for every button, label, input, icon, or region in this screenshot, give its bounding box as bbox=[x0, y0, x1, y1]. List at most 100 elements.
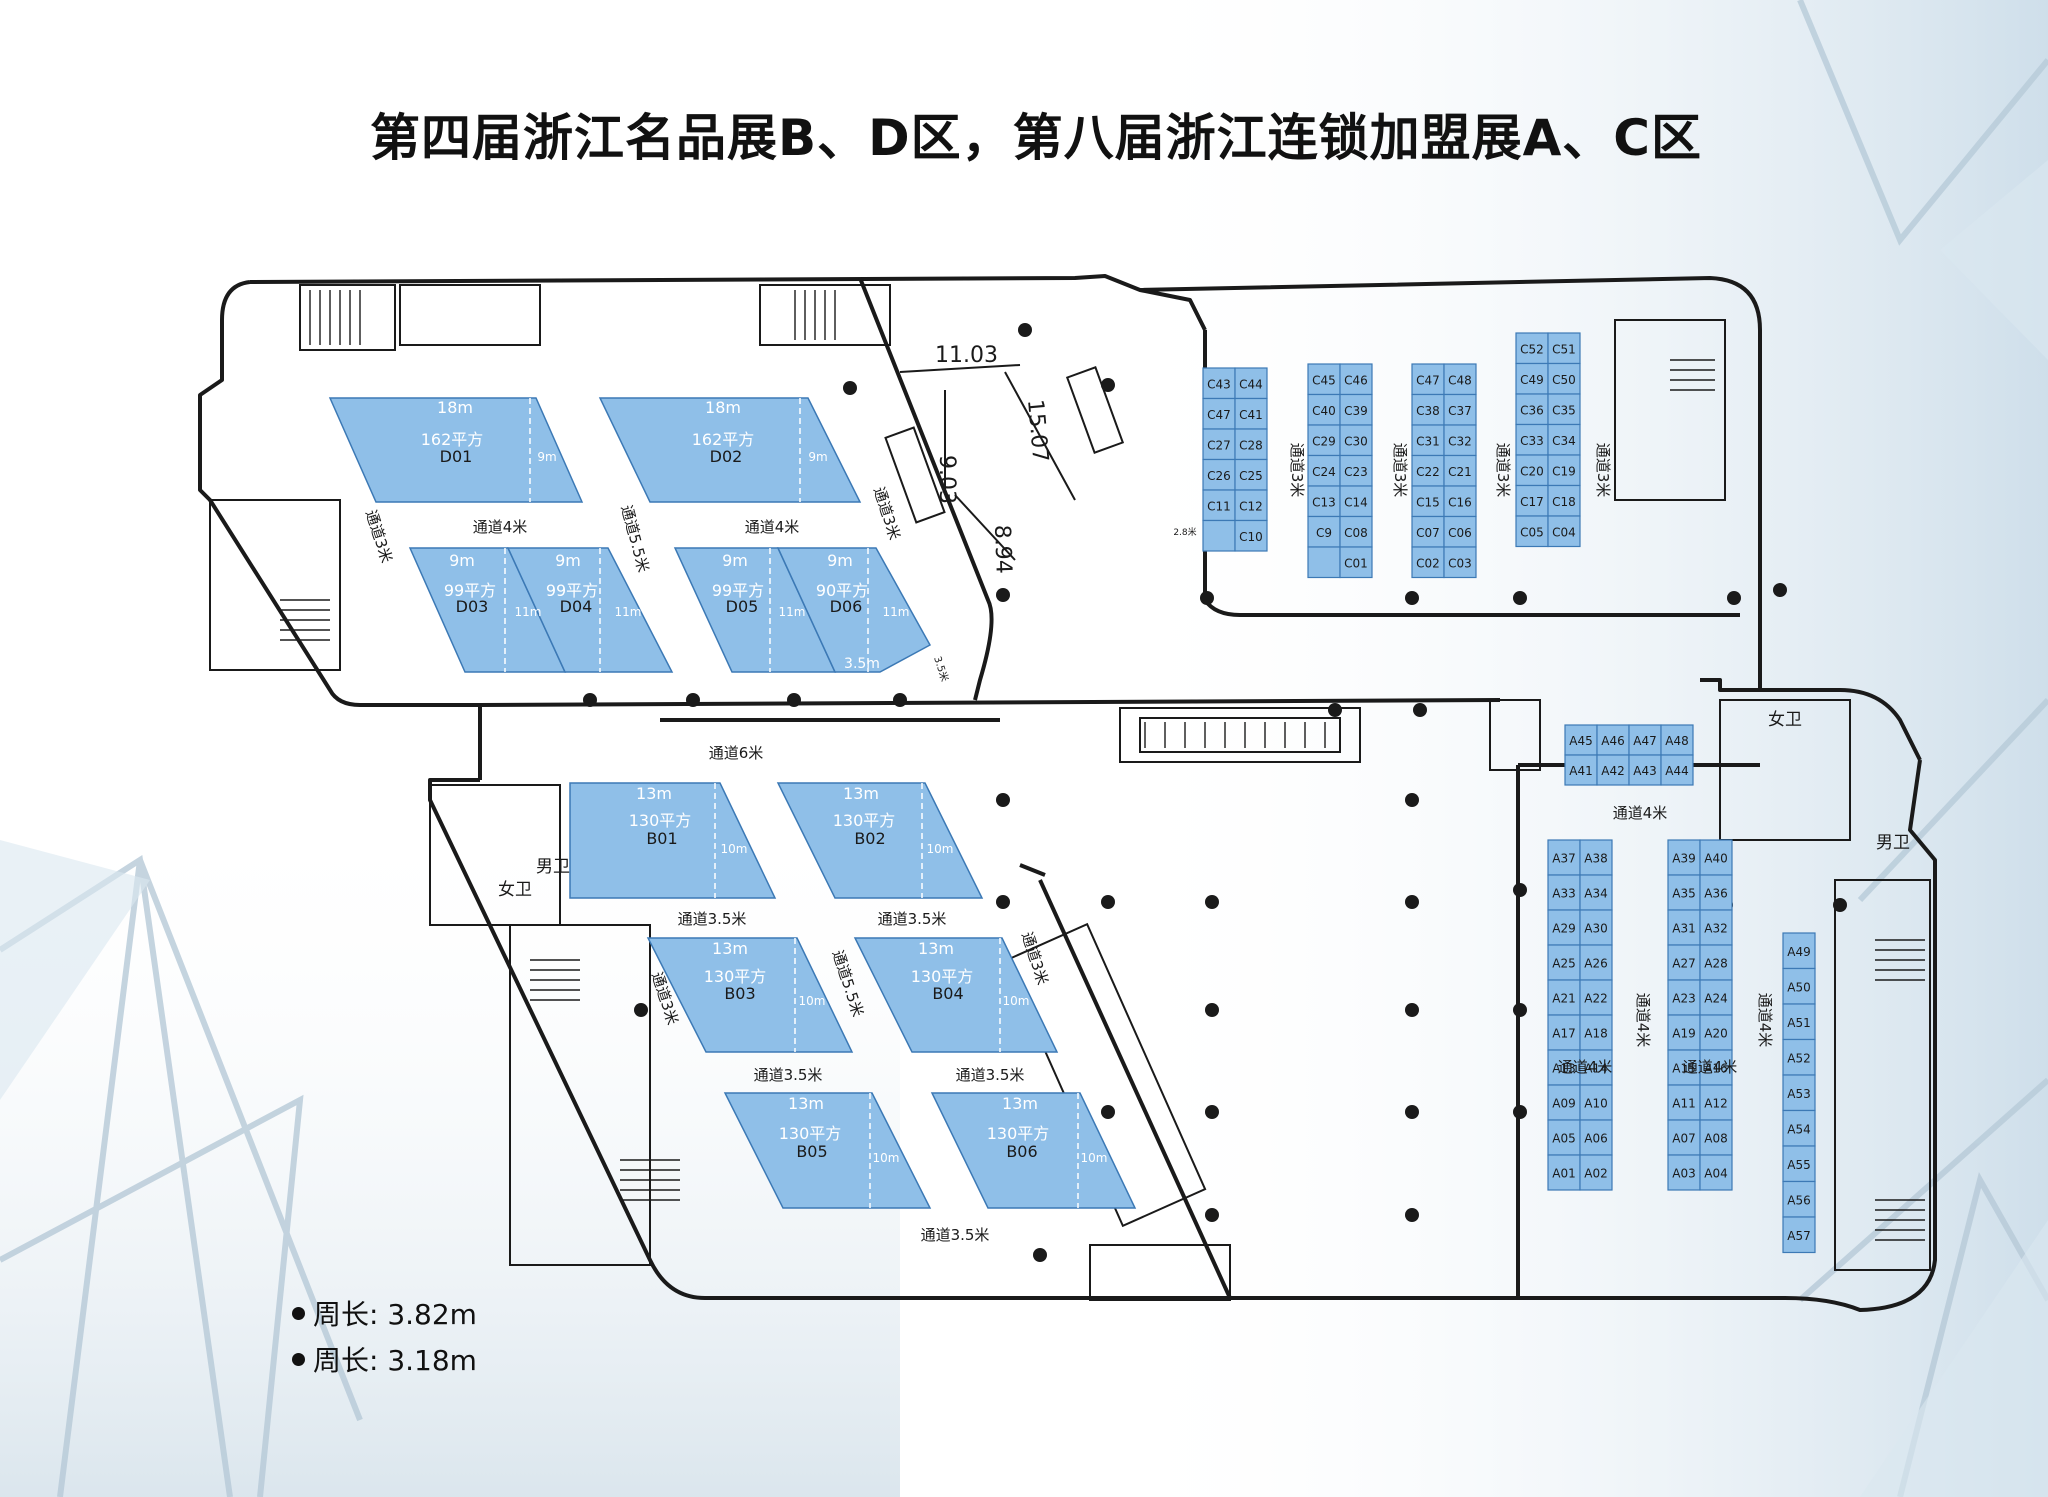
booth-a35[interactable]: A35 bbox=[1667, 874, 1701, 911]
booth-a44[interactable]: A44 bbox=[1660, 754, 1694, 786]
booth-a33[interactable]: A33 bbox=[1547, 874, 1581, 911]
booth-a47[interactable]: A47 bbox=[1628, 724, 1662, 756]
booth-d04[interactable] bbox=[506, 547, 674, 673]
booth-a19[interactable]: A19 bbox=[1667, 1014, 1701, 1051]
booth-a01[interactable]: A01 bbox=[1547, 1154, 1581, 1191]
booth-c06[interactable]: C06 bbox=[1443, 515, 1477, 548]
booth-c41[interactable]: C41 bbox=[1234, 397, 1268, 430]
booth-a22[interactable]: A22 bbox=[1579, 979, 1613, 1016]
booth-b04[interactable] bbox=[853, 937, 1059, 1053]
booth-c50[interactable]: C50 bbox=[1547, 362, 1581, 395]
booth-a21[interactable]: A21 bbox=[1547, 979, 1581, 1016]
booth-a10[interactable]: A10 bbox=[1579, 1084, 1613, 1121]
booth-c16[interactable]: C16 bbox=[1443, 485, 1477, 518]
booth-a15[interactable]: A15 bbox=[1667, 1049, 1701, 1086]
booth-a38[interactable]: A38 bbox=[1579, 839, 1613, 876]
booth-c04[interactable]: C04 bbox=[1547, 515, 1581, 548]
booth-c47[interactable]: C47 bbox=[1202, 397, 1236, 430]
booth-a54[interactable]: A54 bbox=[1782, 1109, 1816, 1147]
booth-a41[interactable]: A41 bbox=[1564, 754, 1598, 786]
booth-c48[interactable]: C48 bbox=[1443, 363, 1477, 396]
booth-c47[interactable]: C47 bbox=[1411, 363, 1445, 396]
booth-a23[interactable]: A23 bbox=[1667, 979, 1701, 1016]
booth-c39[interactable]: C39 bbox=[1339, 393, 1373, 426]
booth-c32[interactable]: C32 bbox=[1443, 424, 1477, 457]
booth-a03[interactable]: A03 bbox=[1667, 1154, 1701, 1191]
booth-c51[interactable]: C51 bbox=[1547, 332, 1581, 365]
booth-c12[interactable]: C12 bbox=[1234, 489, 1268, 522]
booth-c08[interactable]: C08 bbox=[1339, 515, 1373, 548]
booth-a45[interactable]: A45 bbox=[1564, 724, 1598, 756]
booth-a06[interactable]: A06 bbox=[1579, 1119, 1613, 1156]
booth-a08[interactable]: A08 bbox=[1699, 1119, 1733, 1156]
booth-c44[interactable]: C44 bbox=[1234, 367, 1268, 400]
booth-c45[interactable]: C45 bbox=[1307, 363, 1341, 396]
booth-c52[interactable]: C52 bbox=[1515, 332, 1549, 365]
booth-c38[interactable]: C38 bbox=[1411, 393, 1445, 426]
booth-a48[interactable]: A48 bbox=[1660, 724, 1694, 756]
booth-a46[interactable]: A46 bbox=[1596, 724, 1630, 756]
booth-c22[interactable]: C22 bbox=[1411, 454, 1445, 487]
booth-a02[interactable]: A02 bbox=[1579, 1154, 1613, 1191]
booth-c02[interactable]: C02 bbox=[1411, 546, 1445, 579]
booth-a12[interactable]: A12 bbox=[1699, 1084, 1733, 1121]
booth-a32[interactable]: A32 bbox=[1699, 909, 1733, 946]
booth-c33[interactable]: C33 bbox=[1515, 423, 1549, 456]
booth-a40[interactable]: A40 bbox=[1699, 839, 1733, 876]
booth-a11[interactable]: A11 bbox=[1667, 1084, 1701, 1121]
booth-d02[interactable] bbox=[598, 397, 862, 503]
booth-a39[interactable]: A39 bbox=[1667, 839, 1701, 876]
booth-a36[interactable]: A36 bbox=[1699, 874, 1733, 911]
booth-a42[interactable]: A42 bbox=[1596, 754, 1630, 786]
booth-a50[interactable]: A50 bbox=[1782, 967, 1816, 1005]
booth-c31[interactable]: C31 bbox=[1411, 424, 1445, 457]
booth-b02[interactable] bbox=[776, 782, 984, 899]
booth-c25[interactable]: C25 bbox=[1234, 458, 1268, 491]
booth-c17[interactable]: C17 bbox=[1515, 484, 1549, 517]
booth-a55[interactable]: A55 bbox=[1782, 1145, 1816, 1183]
booth-c37[interactable]: C37 bbox=[1443, 393, 1477, 426]
booth-a09[interactable]: A09 bbox=[1547, 1084, 1581, 1121]
booth-c27[interactable]: C27 bbox=[1202, 428, 1236, 461]
booth-c28[interactable]: C28 bbox=[1234, 428, 1268, 461]
booth-a26[interactable]: A26 bbox=[1579, 944, 1613, 981]
booth-a25[interactable]: A25 bbox=[1547, 944, 1581, 981]
booth-a05[interactable]: A05 bbox=[1547, 1119, 1581, 1156]
booth-c13[interactable]: C13 bbox=[1307, 485, 1341, 518]
booth-c21[interactable]: C21 bbox=[1443, 454, 1477, 487]
booth-a53[interactable]: A53 bbox=[1782, 1074, 1816, 1112]
booth-a27[interactable]: A27 bbox=[1667, 944, 1701, 981]
booth-c23[interactable]: C23 bbox=[1339, 454, 1373, 487]
booth-b05[interactable] bbox=[723, 1092, 932, 1209]
booth-c20[interactable]: C20 bbox=[1515, 454, 1549, 487]
booth-a31[interactable]: A31 bbox=[1667, 909, 1701, 946]
booth-d06[interactable] bbox=[776, 547, 932, 673]
booth-a14[interactable]: A14 bbox=[1579, 1049, 1613, 1086]
booth-a57[interactable]: A57 bbox=[1782, 1216, 1816, 1254]
booth-a52[interactable]: A52 bbox=[1782, 1038, 1816, 1076]
booth-a43[interactable]: A43 bbox=[1628, 754, 1662, 786]
booth-c30[interactable]: C30 bbox=[1339, 424, 1373, 457]
booth-c05[interactable]: C05 bbox=[1515, 515, 1549, 548]
booth-a30[interactable]: A30 bbox=[1579, 909, 1613, 946]
booth-c07[interactable]: C07 bbox=[1411, 515, 1445, 548]
booth-c26[interactable]: C26 bbox=[1202, 458, 1236, 491]
booth-b03[interactable] bbox=[646, 937, 854, 1053]
booth-a51[interactable]: A51 bbox=[1782, 1003, 1816, 1041]
booth-a34[interactable]: A34 bbox=[1579, 874, 1613, 911]
booth-c40[interactable]: C40 bbox=[1307, 393, 1341, 426]
booth-a29[interactable]: A29 bbox=[1547, 909, 1581, 946]
booth-b01[interactable] bbox=[569, 782, 777, 899]
booth-c24[interactable]: C24 bbox=[1307, 454, 1341, 487]
booth-c35[interactable]: C35 bbox=[1547, 393, 1581, 426]
booth-c46[interactable]: C46 bbox=[1339, 363, 1373, 396]
booth-c18[interactable]: C18 bbox=[1547, 484, 1581, 517]
booth-c15[interactable]: C15 bbox=[1411, 485, 1445, 518]
booth-a04[interactable]: A04 bbox=[1699, 1154, 1733, 1191]
booth-c01[interactable]: C01 bbox=[1339, 546, 1373, 579]
booth-c03[interactable]: C03 bbox=[1443, 546, 1477, 579]
booth-c29[interactable]: C29 bbox=[1307, 424, 1341, 457]
booth-c11[interactable]: C11 bbox=[1202, 489, 1236, 522]
booth-a24[interactable]: A24 bbox=[1699, 979, 1733, 1016]
booth-c19[interactable]: C19 bbox=[1547, 454, 1581, 487]
